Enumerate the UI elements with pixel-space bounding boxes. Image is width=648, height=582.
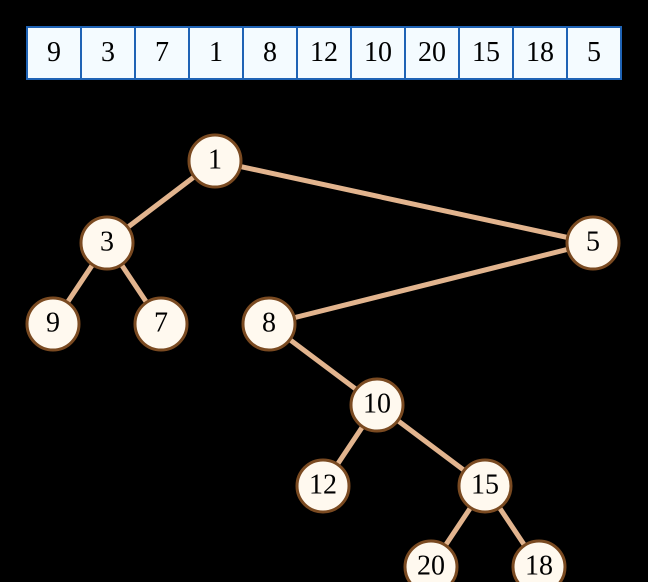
- tree-node-label: 8: [262, 307, 276, 338]
- tree-node-label: 12: [309, 469, 337, 500]
- array-cell: 7: [136, 28, 188, 78]
- array-cell: 15: [460, 28, 512, 78]
- tree-node: 8: [241, 296, 297, 352]
- array-cell: 20: [406, 28, 458, 78]
- array-strip: 9 3 7 1 8 12 10 20 15 18 5: [26, 26, 622, 80]
- tree-node-label: 7: [154, 307, 168, 338]
- tree-node: 5: [565, 215, 621, 271]
- tree-node-circle: [565, 215, 621, 271]
- array-cell: 3: [82, 28, 134, 78]
- tree-node-label: 3: [100, 226, 114, 257]
- tree-node: 15: [457, 458, 513, 514]
- tree-node-circle: [403, 539, 459, 582]
- array-cell: 1: [190, 28, 242, 78]
- tree-node: 20: [403, 539, 459, 582]
- tree-node-circle: [79, 215, 135, 271]
- tree-node: 3: [79, 215, 135, 271]
- tree-node-label: 10: [363, 388, 391, 419]
- array-cell: 12: [298, 28, 350, 78]
- tree-node-label: 18: [525, 550, 553, 581]
- tree-node-label: 9: [46, 307, 60, 338]
- tree-node-circle: [187, 133, 243, 189]
- tree-node: 7: [133, 296, 189, 352]
- array-cell: 9: [28, 28, 80, 78]
- tree-node-label: 1: [208, 144, 222, 175]
- tree-node: 9: [25, 296, 81, 352]
- tree-node-circle: [25, 296, 81, 352]
- tree-node-circle: [457, 458, 513, 514]
- tree-node-label: 5: [586, 226, 600, 257]
- tree-edge: [212, 158, 596, 246]
- tree-node: 18: [511, 539, 567, 582]
- tree-node-circle: [511, 539, 567, 582]
- tree-node-label: 20: [417, 550, 445, 581]
- tree-edge: [266, 240, 596, 327]
- array-cell: 10: [352, 28, 404, 78]
- tree-node-circle: [349, 377, 405, 433]
- array-cell: 18: [514, 28, 566, 78]
- tree-node-circle: [133, 296, 189, 352]
- array-cell: 5: [568, 28, 620, 78]
- tree-node-circle: [241, 296, 297, 352]
- tree-node: 10: [349, 377, 405, 433]
- tree-node: 12: [295, 458, 351, 514]
- array-cell: 8: [244, 28, 296, 78]
- tree-node-circle: [295, 458, 351, 514]
- tree-node: 1: [187, 133, 243, 189]
- tree-node-label: 15: [471, 469, 499, 500]
